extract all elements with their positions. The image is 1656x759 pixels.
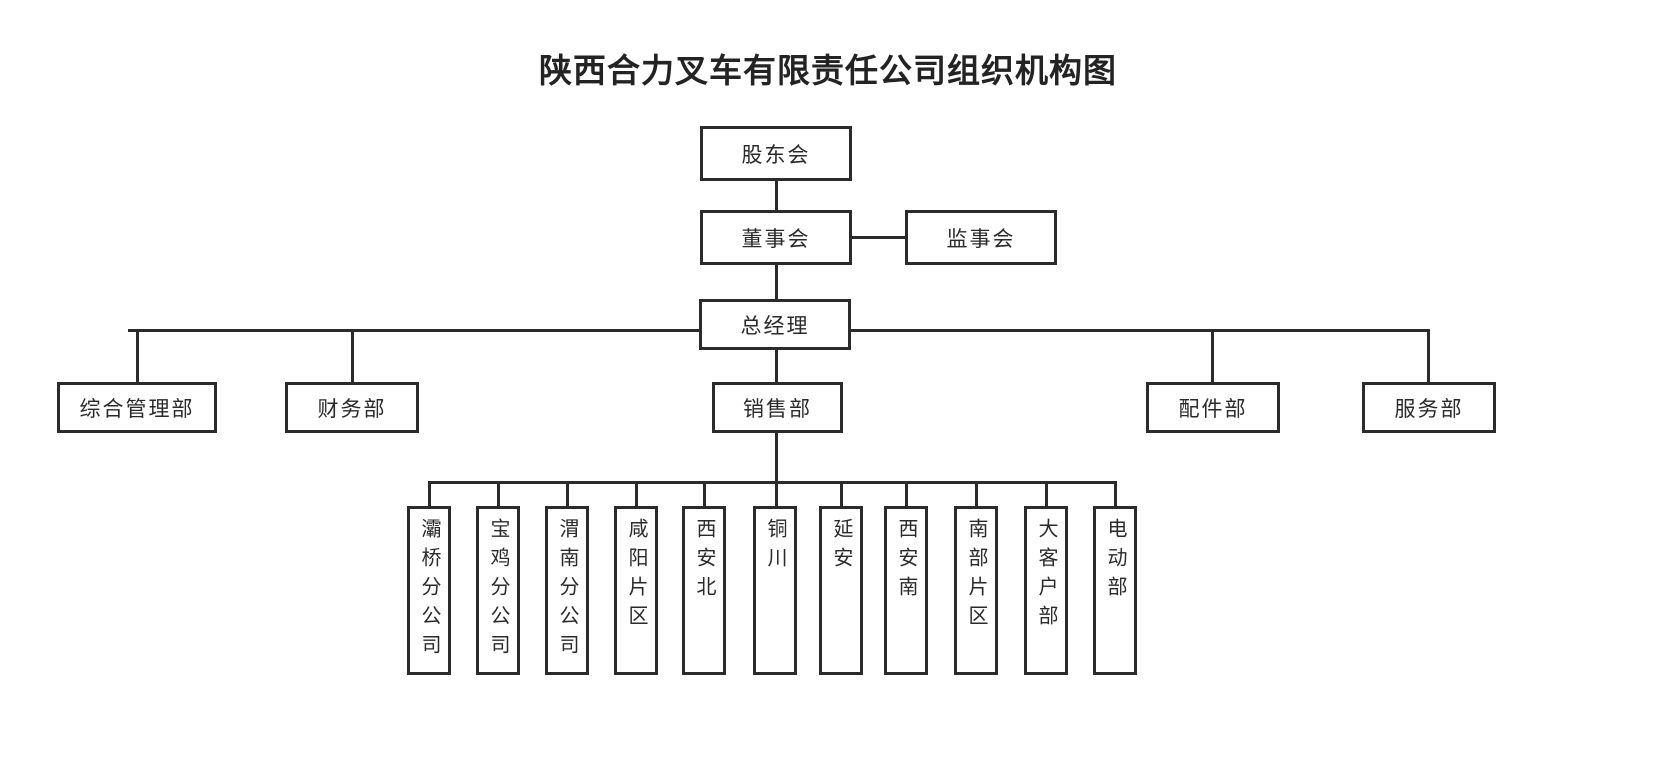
node-area-tongchuan[interactable]: 铜川 [753,506,797,675]
edge-sales-to-area-xianyang [635,481,638,507]
node-area-south[interactable]: 南部片区 [954,506,998,675]
node-branch-baqiao-label: 灞桥分公司 [418,518,440,663]
node-board-directors[interactable]: 董事会 [700,210,852,265]
edge-gm-to-finance [351,329,354,382]
node-area-south-label: 南部片区 [965,518,987,634]
node-dept-electric-label: 电动部 [1104,518,1126,605]
edge-gm-to-service [1427,329,1430,382]
edge-sales-to-area-south [975,481,978,507]
node-board-supervisors[interactable]: 监事会 [905,210,1057,265]
node-area-xian-south-label: 西安南 [895,518,917,605]
edge-sales-to-subbar [775,430,778,483]
node-dept-general-admin-label: 综合管理部 [79,396,195,421]
node-dept-service[interactable]: 服务部 [1362,382,1496,433]
node-dept-service-label: 服务部 [1394,396,1464,421]
node-dept-parts-label: 配件部 [1178,396,1248,421]
node-dept-finance[interactable]: 财务部 [285,382,419,433]
node-area-xian-south[interactable]: 西安南 [884,506,928,675]
edge-board-to-gm [775,264,778,300]
node-branch-weinan-label: 渭南分公司 [556,518,578,663]
node-dept-key-accounts[interactable]: 大客户部 [1024,506,1068,675]
edge-shareholders-to-board [775,181,778,211]
edge-board-to-supervisors [850,236,908,239]
node-area-yanan-label: 延安 [830,518,852,576]
node-general-manager[interactable]: 总经理 [699,299,851,350]
node-branch-weinan[interactable]: 渭南分公司 [545,506,589,675]
node-dept-electric[interactable]: 电动部 [1093,506,1137,675]
node-branch-baoji-label: 宝鸡分公司 [487,518,509,663]
edge-gm-to-general-admin [136,329,139,382]
edge-sales-to-area-tongchuan [775,481,778,507]
node-dept-parts[interactable]: 配件部 [1146,382,1280,433]
edge-sales-to-branch-weinan [566,481,569,507]
node-shareholders-label: 股东会 [741,142,811,167]
node-dept-sales-label: 销售部 [743,396,812,421]
edge-sales-to-area-xian-north [703,481,706,507]
edge-gm-to-parts [1211,329,1214,382]
edge-sales-distribution-bar [428,481,1116,484]
node-area-xianyang-label: 咸阳片区 [625,518,647,634]
node-dept-general-admin[interactable]: 综合管理部 [57,382,217,433]
edge-sales-to-electric [1114,481,1117,507]
node-board-supervisors-label: 监事会 [946,226,1016,251]
node-branch-baoji[interactable]: 宝鸡分公司 [476,506,520,675]
node-dept-sales[interactable]: 销售部 [712,382,843,433]
edge-gm-to-sales [775,348,778,382]
edge-sales-to-branch-baoji [497,481,500,507]
edge-sales-to-area-xian-south [905,481,908,507]
node-area-xian-north-label: 西安北 [693,518,715,605]
node-dept-key-accounts-label: 大客户部 [1035,518,1057,634]
node-area-yanan[interactable]: 延安 [819,506,863,675]
edge-sales-to-key-accounts [1045,481,1048,507]
edge-sales-to-branch-baqiao [428,481,431,507]
node-area-xian-north[interactable]: 西安北 [682,506,726,675]
node-branch-baqiao[interactable]: 灞桥分公司 [407,506,451,675]
edge-sales-to-area-yanan [840,481,843,507]
page-title: 陕西合力叉车有限责任公司组织机构图 [539,52,1117,89]
node-dept-finance-label: 财务部 [317,396,387,421]
node-area-tongchuan-label: 铜川 [764,518,786,576]
node-shareholders[interactable]: 股东会 [700,126,852,181]
node-board-directors-label: 董事会 [741,226,811,251]
node-general-manager-label: 总经理 [740,313,810,338]
node-area-xianyang[interactable]: 咸阳片区 [614,506,658,675]
